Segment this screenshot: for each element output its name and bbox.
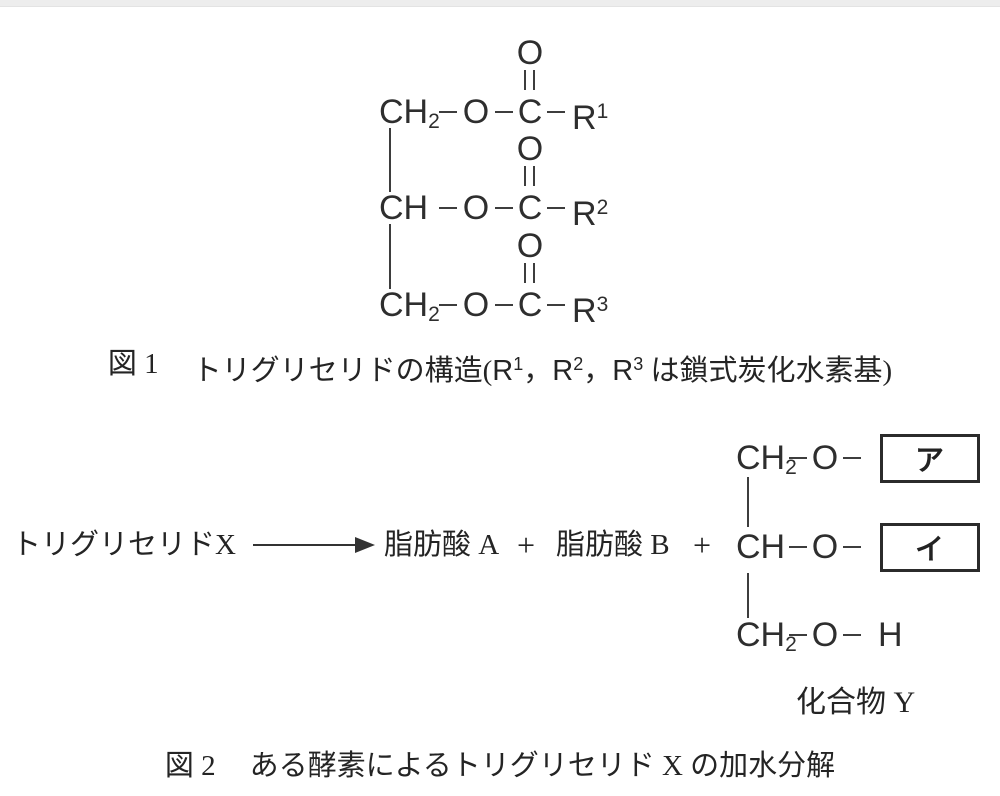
single-bond [786,615,810,655]
r2-group: R2 [572,195,609,233]
ester-unit-2: O CH O C R2 [368,130,614,233]
single-bond [544,285,568,325]
single-bond [492,188,516,228]
blank-box-i: イ [880,522,980,572]
carbonyl-oxygen-atom: O [516,34,544,72]
reactant-label: トリグリセリドX [12,529,236,561]
oxygen-atom: O [811,439,839,477]
r1-group: R1 [572,99,609,137]
reaction-arrow-head [355,537,375,553]
methine-group: CH [736,528,786,566]
page-edge-strip [0,0,1000,7]
product-a-label: 脂肪酸 A [384,529,500,561]
carbonyl-oxygen-atom: O [516,227,544,265]
methylene-group: CH2 [379,93,440,133]
backbone-bond [747,573,749,618]
single-bond [786,438,810,478]
oxygen-atom: O [811,616,839,654]
carbonyl-double-bond [524,166,535,186]
single-bond [544,188,568,228]
compound-y-label: 化合物 Y [796,686,916,719]
blank-box-a: ア [880,433,980,483]
single-bond [436,92,460,132]
product-b-label: 脂肪酸 B [556,529,670,561]
single-bond [840,527,864,567]
backbone-bond [389,224,391,289]
ester-unit-1: O CH2 O C R1 [368,34,614,137]
r3-group: R3 [572,292,609,330]
single-bond [436,285,460,325]
oxygen-atom: O [811,528,839,566]
reaction-arrow-line [253,544,355,546]
glycerol-row-b: CH O イ [726,522,980,572]
plus-sign: + [693,527,712,563]
ester-unit-3: O CH2 O C R3 [368,227,614,330]
backbone-bond [389,128,391,192]
single-bond [492,92,516,132]
methine-group: CH [379,189,429,227]
single-bond [786,527,810,567]
carbonyl-double-bond [524,263,535,283]
carbonyl-double-bond [524,70,535,90]
methylene-group: CH2 [736,439,797,479]
figure1-label: 図 1 [107,348,159,380]
ester-oxygen-atom: O [462,189,490,227]
plus-sign: + [517,527,536,563]
figure2-caption: 図 2 ある酵素によるトリグリセリド X の加水分解 [0,746,1000,786]
hydrogen-atom: H [878,616,903,654]
carbonyl-oxygen-atom: O [516,130,544,168]
figure1-caption-text: トリグリセリドの構造(R1，R2，R3 は鎖式炭化水素基) [192,354,893,387]
figure1-caption: 図 1 トリグリセリドの構造(R1，R2，R3 は鎖式炭化水素基) [0,344,1000,391]
glycerol-row-a: CH2 O ア [726,433,980,483]
ester-oxygen-atom: O [462,93,490,131]
methylene-group: CH2 [736,616,797,656]
methylene-group: CH2 [379,286,440,326]
compound-y-structure: CH2 O ア CH O イ CH2 O H 化合物 Y [726,433,1000,733]
carbonyl-carbon-atom: C [517,93,543,131]
glycerol-row-c: CH2 O H [726,615,903,656]
single-bond [492,285,516,325]
single-bond [544,92,568,132]
ester-oxygen-atom: O [462,286,490,324]
figure2-caption-text: ある酵素によるトリグリセリド X の加水分解 [249,750,836,782]
figure2-label: 図 2 [164,750,216,782]
single-bond [436,188,460,228]
figure1-triglyceride-structure: O CH2 O C R1 O CH O C R2 [368,34,614,332]
carbonyl-carbon-atom: C [517,189,543,227]
single-bond [840,438,864,478]
single-bond [840,615,864,655]
backbone-bond [747,477,749,527]
carbonyl-carbon-atom: C [517,286,543,324]
